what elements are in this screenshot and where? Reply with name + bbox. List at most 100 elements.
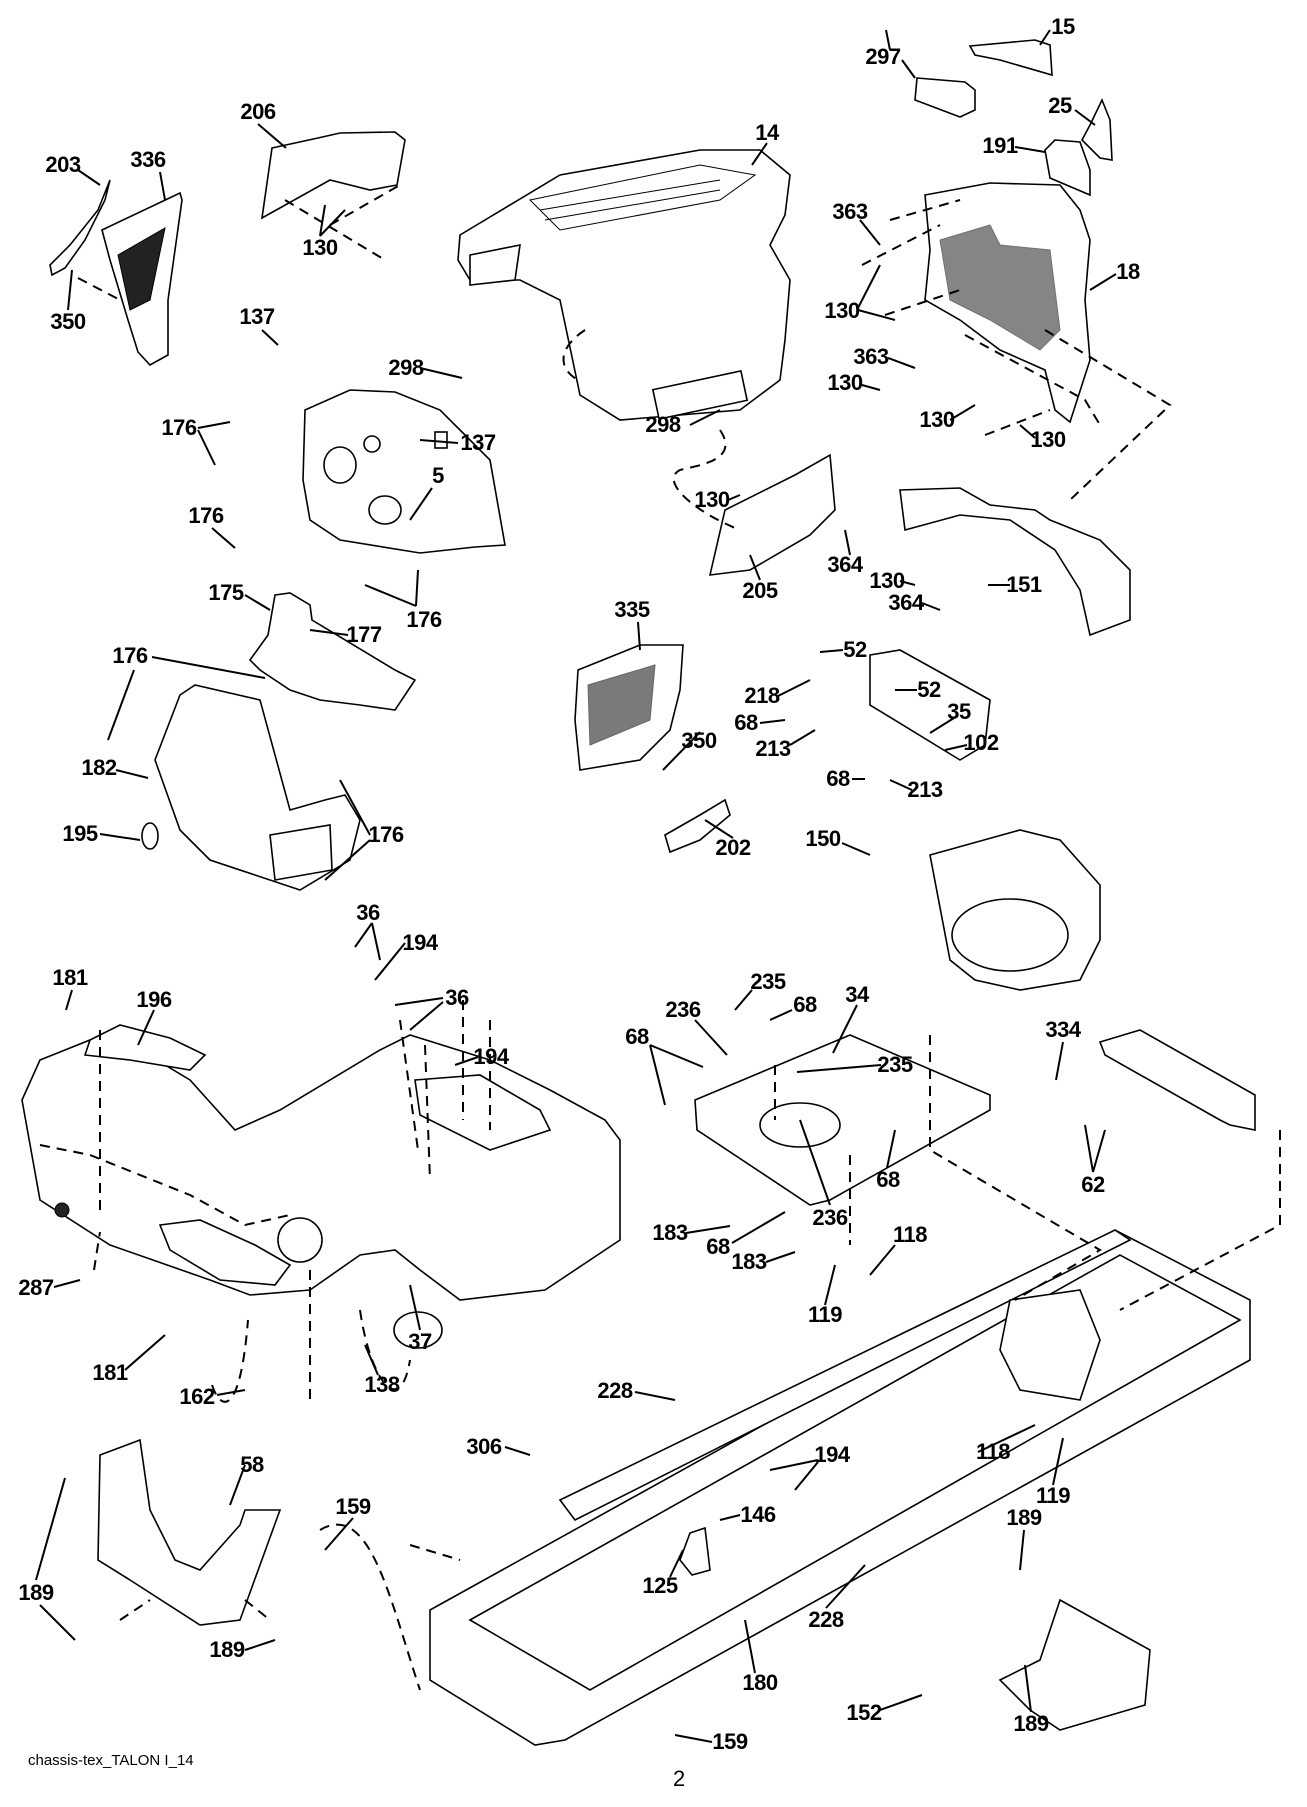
callout-36: 36	[356, 900, 380, 925]
shroud-150	[929, 829, 1101, 991]
callout-14: 14	[755, 120, 779, 145]
callout-236: 236	[812, 1205, 848, 1230]
callout-162: 162	[179, 1384, 215, 1409]
callout-68: 68	[625, 1024, 649, 1049]
callout-176: 176	[161, 415, 197, 440]
callout-37: 37	[408, 1329, 432, 1354]
lower-panel-182	[154, 684, 361, 891]
lens-15	[968, 39, 1053, 77]
callout-119: 119	[808, 1302, 843, 1327]
callout-176: 176	[112, 643, 148, 668]
callout-363: 363	[832, 199, 868, 224]
callout-189: 189	[209, 1637, 245, 1662]
plug-195	[141, 822, 159, 850]
callout-68: 68	[734, 710, 758, 735]
boot-138	[393, 1311, 443, 1349]
callout-191: 191	[982, 133, 1018, 158]
page-number: 2	[673, 1766, 686, 1791]
light-297	[914, 77, 976, 118]
callout-68: 68	[876, 1167, 900, 1192]
callout-137: 137	[460, 430, 496, 455]
panel-part-206	[260, 131, 406, 220]
callout-130: 130	[827, 370, 863, 395]
callout-52: 52	[917, 677, 941, 702]
callout-146: 146	[740, 1502, 776, 1527]
side-panel-336	[101, 191, 183, 367]
callout-36: 36	[445, 985, 469, 1010]
callout-159: 159	[335, 1494, 371, 1519]
callout-130: 130	[694, 487, 730, 512]
callout-206: 206	[240, 99, 276, 124]
lens-25	[1081, 98, 1113, 161]
cover-196	[83, 1024, 207, 1071]
callout-52: 52	[843, 637, 867, 662]
callout-350: 350	[681, 728, 717, 753]
guard-152	[998, 1598, 1151, 1731]
callout-194: 194	[814, 1442, 850, 1467]
hood-part-14	[457, 149, 791, 421]
callout-68: 68	[793, 992, 817, 1017]
callout-298: 298	[388, 355, 424, 380]
callout-175: 175	[208, 580, 244, 605]
callout-68: 68	[706, 1234, 730, 1259]
grille-18	[924, 182, 1091, 424]
callout-228: 228	[808, 1607, 844, 1632]
callout-176: 176	[368, 822, 404, 847]
callout-335: 335	[614, 597, 650, 622]
callout-213: 213	[755, 736, 791, 761]
trim-202	[664, 798, 731, 854]
callout-364: 364	[888, 590, 924, 615]
callout-183: 183	[731, 1249, 767, 1274]
callout-297: 297	[865, 44, 901, 69]
callout-203: 203	[45, 152, 81, 177]
callout-194: 194	[473, 1044, 509, 1069]
callout-176: 176	[406, 607, 442, 632]
callout-5: 5	[432, 463, 444, 488]
cover-205	[708, 453, 836, 576]
bracket-334	[1098, 1029, 1256, 1131]
frame-180	[429, 1229, 1251, 1746]
callout-62: 62	[1081, 1172, 1105, 1197]
callout-195: 195	[62, 821, 98, 846]
callout-68: 68	[826, 766, 850, 791]
callout-213: 213	[907, 777, 943, 802]
callout-130: 130	[1030, 427, 1066, 452]
diagram-caption: chassis-tex_TALON I_14	[28, 1752, 194, 1769]
callout-176: 176	[188, 503, 224, 528]
callout-205: 205	[742, 578, 778, 603]
callout-118: 118	[976, 1439, 1011, 1464]
callout-189: 189	[18, 1580, 54, 1605]
callout-102: 102	[963, 730, 999, 755]
axle-bracket	[869, 649, 991, 761]
callout-350: 350	[50, 309, 86, 334]
callout-287: 287	[18, 1275, 54, 1300]
bracket-58	[97, 1438, 282, 1626]
callout-363: 363	[853, 344, 889, 369]
callout-334: 334	[1045, 1017, 1081, 1042]
callout-235: 235	[750, 969, 786, 994]
callout-125: 125	[642, 1573, 678, 1598]
callout-130: 130	[919, 407, 955, 432]
callout-151: 151	[1006, 572, 1042, 597]
callout-202: 202	[715, 835, 751, 860]
callout-58: 58	[240, 1452, 264, 1477]
callout-182: 182	[81, 755, 117, 780]
callout-194: 194	[402, 930, 438, 955]
callout-181: 181	[92, 1360, 128, 1385]
callout-196: 196	[136, 987, 172, 1012]
callout-119: 119	[1036, 1483, 1071, 1508]
fender-37	[21, 1034, 621, 1301]
callout-137: 137	[239, 304, 275, 329]
callout-118: 118	[893, 1222, 928, 1247]
callout-298: 298	[645, 412, 681, 437]
callout-34: 34	[845, 982, 869, 1007]
callout-25: 25	[1048, 93, 1072, 118]
callout-181: 181	[52, 965, 88, 990]
light-191	[1044, 139, 1091, 197]
bracket-151	[899, 487, 1131, 637]
callout-189: 189	[1006, 1505, 1042, 1530]
dash-console-5	[302, 389, 506, 554]
callout-180: 180	[742, 1670, 778, 1695]
